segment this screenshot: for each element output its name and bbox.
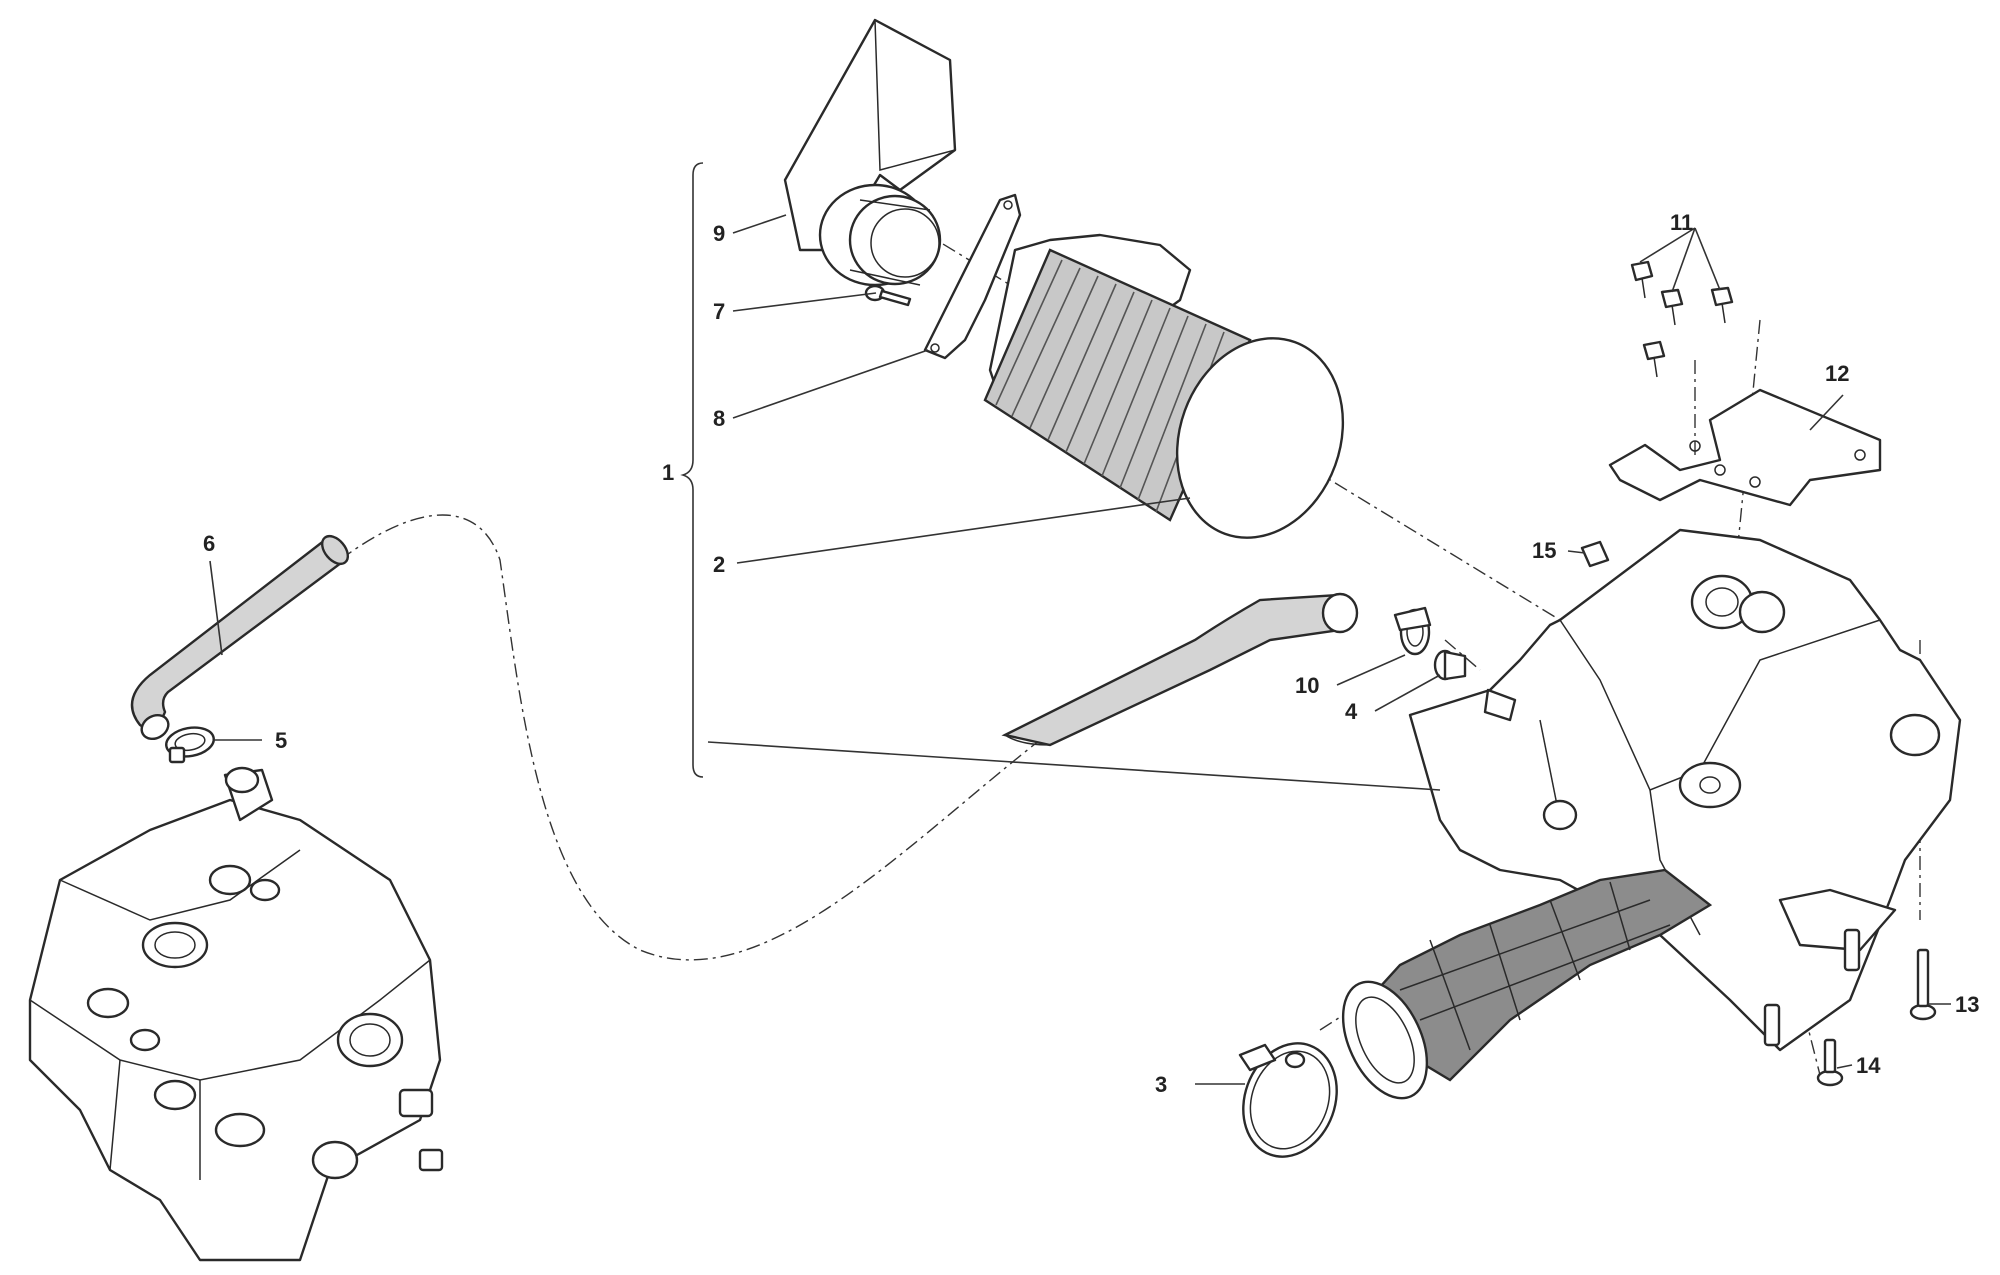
mounting-bracket-12 <box>1608 388 1882 507</box>
callout-12: 12 <box>1825 361 1849 386</box>
bolt <box>1642 340 1666 378</box>
callout-labels: 1 2 3 4 5 6 7 8 9 10 11 12 13 14 15 <box>203 210 1979 1097</box>
callout-9: 9 <box>713 221 725 246</box>
bolt-14 <box>1816 1038 1844 1087</box>
callout-2: 2 <box>713 552 725 577</box>
hose-fitting-4 <box>1433 649 1467 681</box>
engine-cylinder-head <box>28 766 444 1262</box>
hose-clamp-5 <box>165 726 215 764</box>
callout-6: 6 <box>203 531 215 556</box>
callout-1: 1 <box>662 460 674 485</box>
bolt <box>1630 260 1654 299</box>
group-bracket <box>680 162 704 778</box>
screw-7 <box>864 284 912 307</box>
intake-duct-9 <box>783 18 957 287</box>
air-filter-2 <box>983 233 1345 539</box>
callout-3: 3 <box>1155 1072 1167 1097</box>
intake-clamp-3 <box>1238 1042 1338 1158</box>
bolts-11 <box>1630 260 1734 378</box>
callout-5: 5 <box>275 728 287 753</box>
callout-13: 13 <box>1955 992 1979 1017</box>
callout-10: 10 <box>1295 673 1319 698</box>
callout-15: 15 <box>1532 538 1556 563</box>
callout-4: 4 <box>1345 699 1358 724</box>
air-box-housing <box>1408 528 1962 1052</box>
callout-7: 7 <box>713 299 725 324</box>
breather-hose-6 <box>130 534 350 741</box>
drain-hose <box>1001 592 1359 747</box>
callout-14: 14 <box>1856 1053 1881 1078</box>
filter-pleats <box>995 259 1225 513</box>
intake-boot <box>1341 868 1713 1100</box>
leader-lines <box>209 214 1951 1085</box>
bolt <box>1660 288 1684 326</box>
callout-11: 11 <box>1670 210 1693 235</box>
hose-clamp-10 <box>1393 606 1432 656</box>
callout-8: 8 <box>713 406 725 431</box>
bolt <box>1710 286 1734 324</box>
clip-nut-15 <box>1580 540 1610 568</box>
bolt-13 <box>1909 948 1937 1021</box>
adapter-plate-8 <box>923 193 1022 360</box>
